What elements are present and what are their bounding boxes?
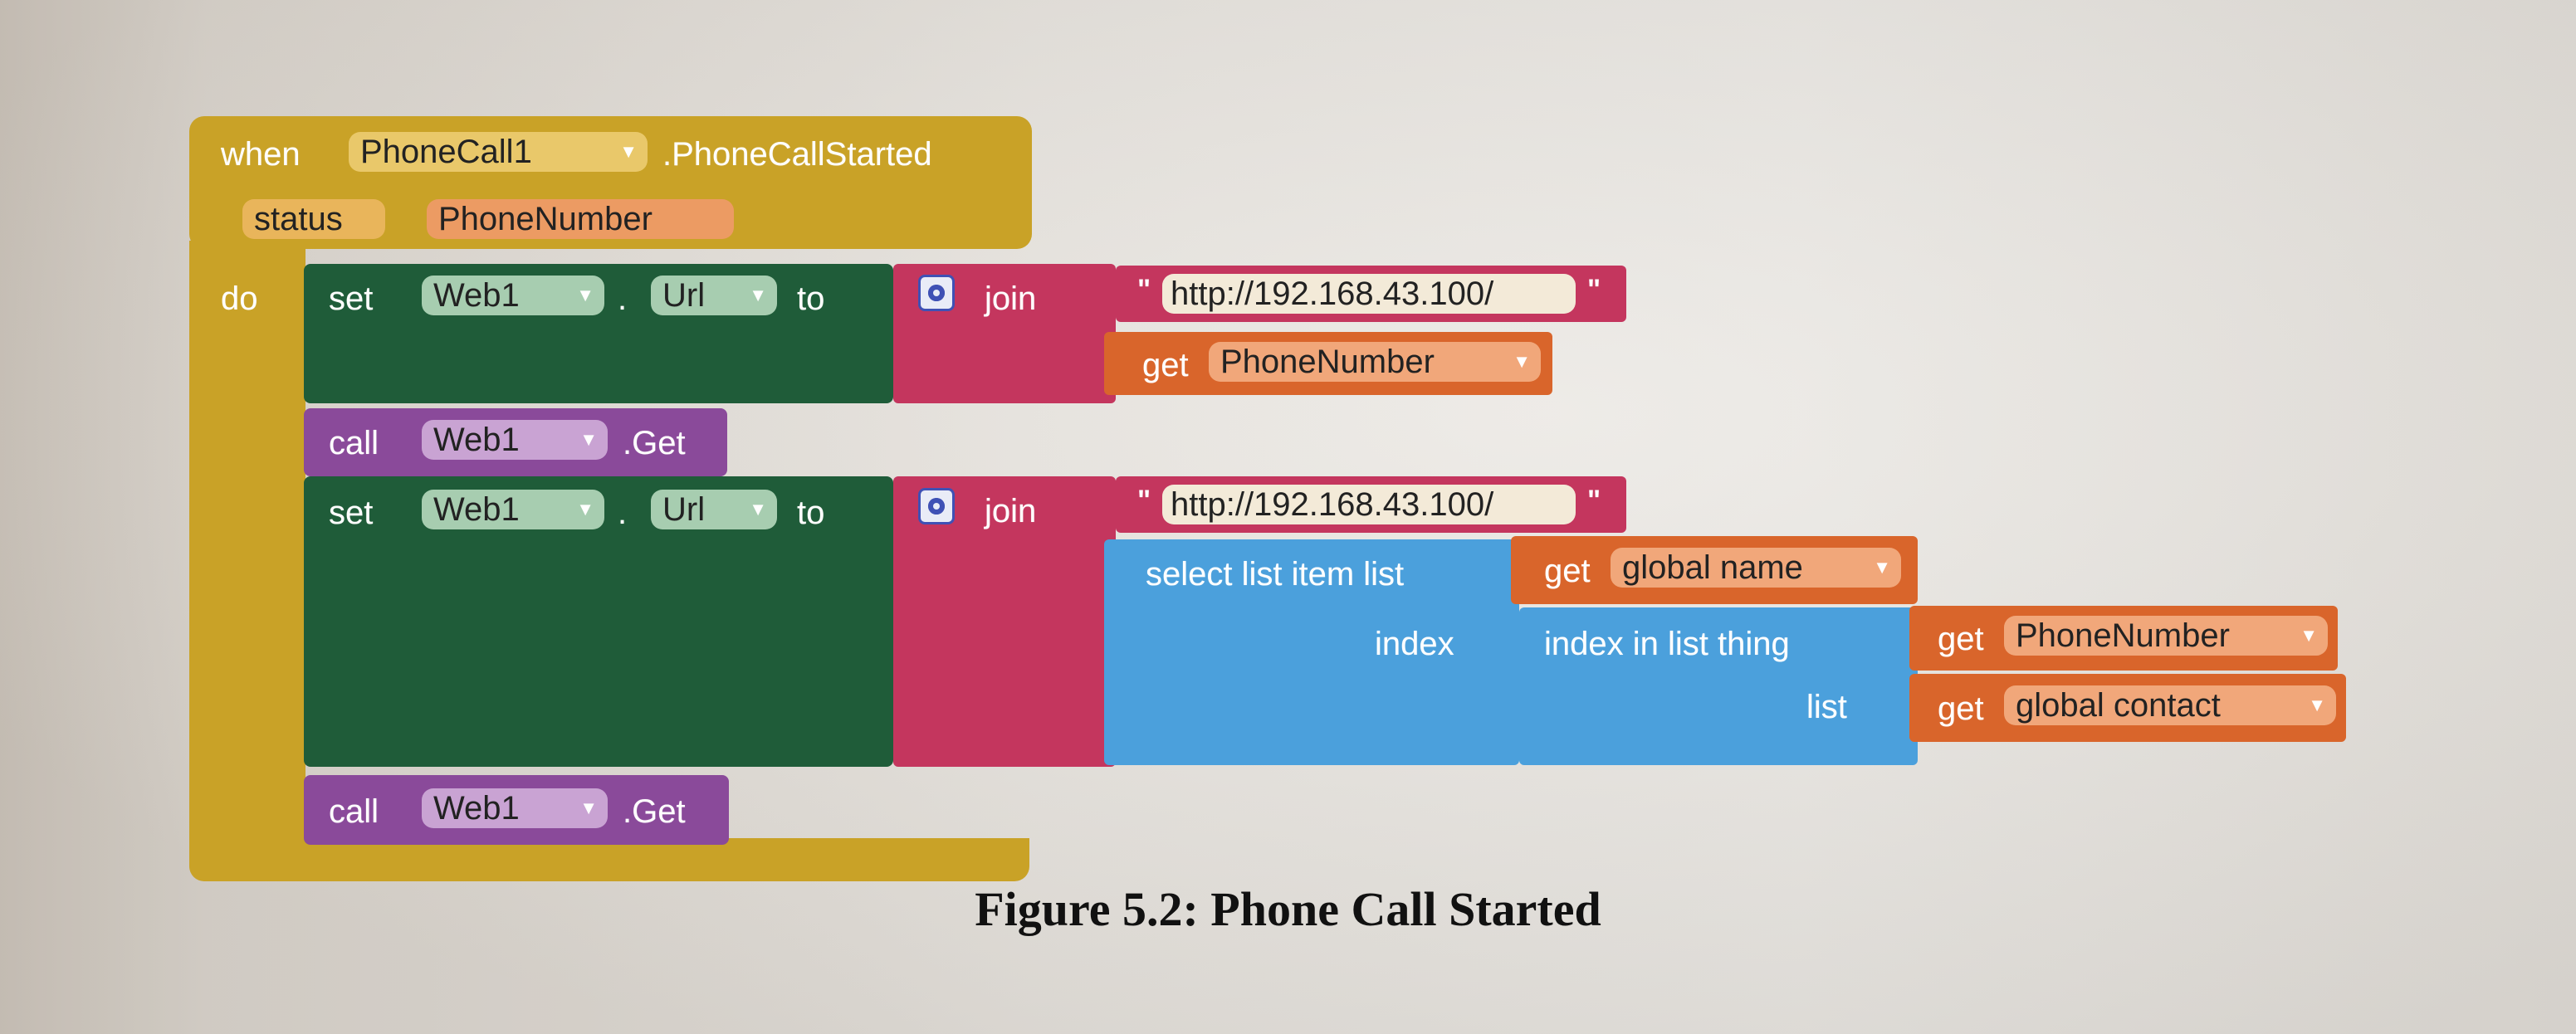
to-label-1: to xyxy=(797,280,825,317)
web1-dropdown-call1[interactable]: Web1▼ xyxy=(422,420,608,460)
dot-label-1: . xyxy=(618,280,628,317)
chevron-down-icon: ▼ xyxy=(1873,557,1891,578)
index-in-list-block[interactable] xyxy=(1519,607,1918,765)
var-dropdown-phone-1[interactable]: PhoneNumber▼ xyxy=(1209,342,1541,382)
quote-close-icon: " xyxy=(1587,274,1601,305)
set-label-2: set xyxy=(329,495,374,531)
figure-caption: Figure 5.2: Phone Call Started xyxy=(975,882,1601,936)
chevron-down-icon: ▼ xyxy=(1513,351,1531,372)
web1-dropdown-set1[interactable]: Web1▼ xyxy=(422,276,604,315)
get-method-label-2: .Get xyxy=(623,793,686,830)
quote-open-icon: " xyxy=(1137,274,1151,305)
chevron-down-icon: ▼ xyxy=(2300,625,2318,646)
component-dropdown-phonecall[interactable]: PhoneCall1▼ xyxy=(349,132,648,172)
event-name-label: .PhoneCallStarted xyxy=(662,136,932,173)
chevron-down-icon: ▼ xyxy=(576,499,594,519)
when-label: when xyxy=(221,136,301,173)
chevron-down-icon: ▼ xyxy=(579,797,598,818)
to-label-2: to xyxy=(797,495,825,531)
call-label-1: call xyxy=(329,425,379,461)
event-block-bottom xyxy=(189,838,1029,881)
var-dropdown-global-name[interactable]: global name▼ xyxy=(1611,548,1901,588)
chevron-down-icon: ▼ xyxy=(619,141,638,162)
bleed-through-text xyxy=(1079,91,1092,153)
var-dropdown-global-contact[interactable]: global contact▼ xyxy=(2004,685,2336,725)
join-label-1: join xyxy=(985,280,1037,317)
set-label-1: set xyxy=(329,280,374,317)
chevron-down-icon: ▼ xyxy=(749,285,767,305)
get-label-name: get xyxy=(1544,553,1591,589)
list-label: list xyxy=(1806,689,1847,725)
quote-close-icon: " xyxy=(1587,485,1601,516)
index-label: index xyxy=(1375,626,1454,662)
web1-dropdown-set2[interactable]: Web1▼ xyxy=(422,490,604,529)
get-label-1: get xyxy=(1142,347,1189,383)
select-list-item-label: select list item list xyxy=(1146,556,1405,593)
chevron-down-icon: ▼ xyxy=(579,429,598,450)
get-label-phone-2: get xyxy=(1938,621,1984,657)
chevron-down-icon: ▼ xyxy=(749,499,767,519)
event-block-left-arm xyxy=(189,241,306,881)
gear-icon[interactable] xyxy=(918,488,955,524)
dot-label-2: . xyxy=(618,495,628,531)
get-method-label-1: .Get xyxy=(623,425,686,461)
join-label-2: join xyxy=(985,493,1037,529)
chevron-down-icon: ▼ xyxy=(2308,695,2326,715)
join-block-2[interactable] xyxy=(893,476,1116,767)
param-phone-number[interactable]: PhoneNumber xyxy=(427,199,734,239)
url-dropdown-set2[interactable]: Url▼ xyxy=(651,490,777,529)
gear-icon[interactable] xyxy=(918,275,955,311)
param-status[interactable]: status xyxy=(242,199,385,239)
get-label-contact: get xyxy=(1938,690,1984,727)
text-value-1[interactable]: http://192.168.43.100/ xyxy=(1162,274,1576,314)
quote-open-icon: " xyxy=(1137,485,1151,516)
url-dropdown-set1[interactable]: Url▼ xyxy=(651,276,777,315)
call-label-2: call xyxy=(329,793,379,830)
index-in-list-label: index in list thing xyxy=(1544,626,1790,662)
web1-dropdown-call2[interactable]: Web1▼ xyxy=(422,788,608,828)
select-list-item-block[interactable] xyxy=(1104,539,1519,765)
chevron-down-icon: ▼ xyxy=(576,285,594,305)
text-value-2[interactable]: http://192.168.43.100/ xyxy=(1162,485,1576,524)
var-dropdown-phone-2[interactable]: PhoneNumber▼ xyxy=(2004,616,2328,656)
do-label: do xyxy=(221,280,258,317)
